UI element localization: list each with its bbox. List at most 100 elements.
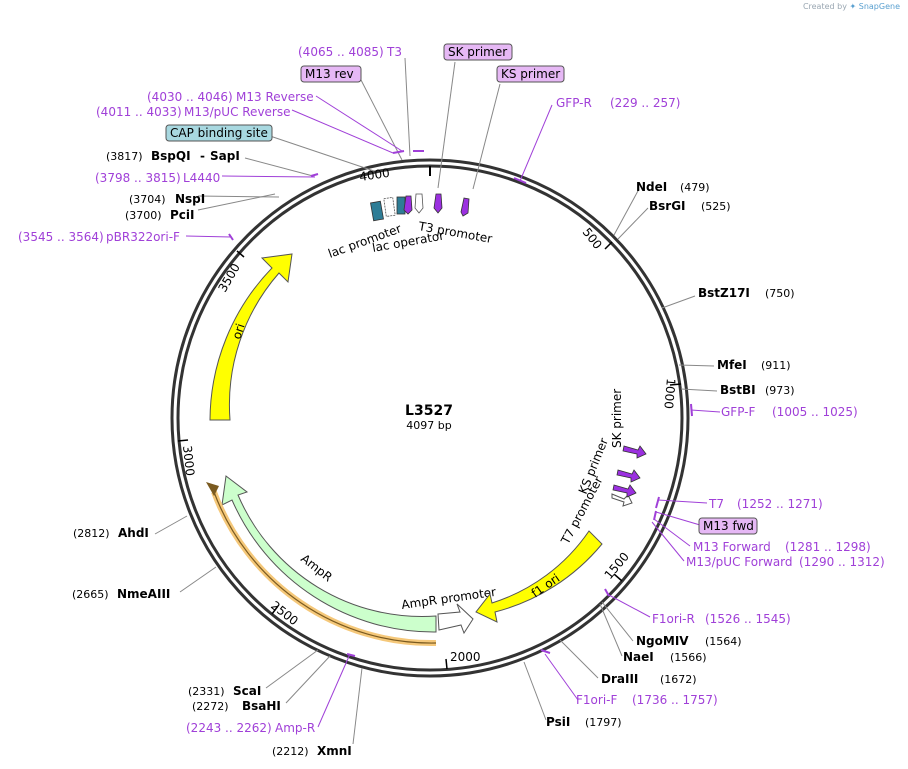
- enzyme-bsrgi[interactable]: BsrGI (525): [649, 199, 731, 213]
- enzyme-name: PciI: [170, 208, 195, 222]
- enzyme-name: DraIII: [601, 672, 638, 686]
- tick-marks: [177, 166, 682, 670]
- enzyme-xmni[interactable]: (2212) XmnI: [272, 744, 352, 758]
- primer-f1ori-f[interactable]: F1ori-F (1736 .. 1757): [576, 693, 718, 707]
- enzyme-mfei[interactable]: MfeI (911): [717, 358, 791, 372]
- enzyme-ndei[interactable]: NdeI (479): [636, 180, 710, 194]
- snapgene-logo-icon: ✦: [849, 2, 857, 11]
- primer-name: GFP-R: [556, 96, 592, 110]
- primer-range: (229 .. 257): [610, 96, 680, 110]
- enzyme-bstbi[interactable]: BstBI (973): [720, 383, 795, 397]
- enzyme-name: PsiI: [546, 715, 570, 729]
- primer-gfp-r[interactable]: GFP-R (229 .. 257): [556, 96, 680, 110]
- enzyme-pos: (750): [765, 287, 795, 300]
- enzyme-name: BsrGI: [649, 199, 686, 213]
- primer-name: M13/pUC Reverse: [184, 105, 291, 119]
- enzyme-pos: (1566): [670, 651, 707, 664]
- enzyme-draiii[interactable]: DraIII (1672): [601, 672, 697, 686]
- primer-name: Amp-R: [275, 721, 315, 735]
- plasmid-center-label: L3527 4097 bp: [405, 403, 453, 432]
- enzyme-nmeaiii[interactable]: (2665) NmeAIII: [72, 587, 170, 601]
- primer-m13-reverse[interactable]: (4030 .. 4046) M13 Reverse: [147, 90, 314, 104]
- sk-primer-feature-label: SK primer: [610, 389, 624, 448]
- enzyme-name: BstZ17I: [698, 286, 750, 300]
- primer-t3[interactable]: (4065 .. 4085) T3: [298, 45, 402, 59]
- enzyme-bstz17i[interactable]: BstZ17I (750): [698, 286, 795, 300]
- primer-name: pBR322ori-F: [106, 230, 180, 244]
- primer-f1ori-r[interactable]: F1ori-R (1526 .. 1545): [652, 612, 791, 626]
- enzyme-bspqi[interactable]: (3817) BspQI - SapI: [106, 149, 240, 163]
- enzyme-pcii[interactable]: (3700) PciI: [125, 208, 195, 222]
- primer-range: (3798 .. 3815): [95, 171, 181, 185]
- primer-name: T3: [386, 45, 402, 59]
- enzyme-psii[interactable]: PsiI (1797): [546, 715, 622, 729]
- tick-1000: 1000: [661, 378, 678, 410]
- feature-lac-region[interactable]: lac promoter lac operator T3 promoter: [326, 193, 493, 261]
- primer-l4440[interactable]: (3798 .. 3815) L4440: [95, 171, 220, 185]
- feature-f1-ori[interactable]: f1 ori: [475, 530, 603, 623]
- primer-name: T7: [708, 497, 724, 511]
- primer-range: (4011 .. 4033): [96, 105, 182, 119]
- primer-t7[interactable]: T7 (1252 .. 1271): [708, 497, 823, 511]
- cap-binding-site-box[interactable]: CAP binding site: [165, 124, 273, 142]
- enzyme-pos: (973): [765, 384, 795, 397]
- enzyme-pos: (525): [701, 200, 731, 213]
- primer-name: M13 Forward: [693, 540, 771, 554]
- feature-sk-primer[interactable]: SK primer: [610, 389, 647, 459]
- enzyme-pos: (1564): [705, 635, 742, 648]
- tick-2000: 2000: [450, 650, 481, 664]
- feature-ori[interactable]: ori: [209, 253, 293, 421]
- sk-primer-box[interactable]: SK primer: [443, 43, 513, 61]
- tick-4000: 4000: [358, 166, 390, 184]
- primer-range: (2243 .. 2262): [186, 721, 272, 735]
- m13-rev-box-label: M13 rev: [305, 67, 354, 81]
- primer-name: GFP-F: [721, 405, 756, 419]
- enzyme-ngomiv[interactable]: NgoMIV (1564): [636, 634, 742, 648]
- enzyme-name: BspQI: [151, 149, 191, 163]
- enzyme-pos: (2272): [192, 700, 229, 713]
- enzyme-name: BsaHI: [242, 699, 281, 713]
- primer-range: (1736 .. 1757): [632, 693, 718, 707]
- primer-m13-puc-reverse[interactable]: (4011 .. 4033) M13/pUC Reverse: [96, 105, 291, 119]
- cap-binding-site-label: CAP binding site: [170, 126, 268, 140]
- m13-fwd-box-label: M13 fwd: [703, 519, 754, 533]
- credit-brand: SnapGene: [858, 2, 900, 11]
- primer-pbr322ori-f[interactable]: (3545 .. 3564) pBR322ori-F: [18, 230, 180, 244]
- sk-primer-box-label: SK primer: [448, 45, 507, 59]
- credit-prefix: Created by: [802, 2, 847, 11]
- ori-label: ori: [230, 322, 248, 341]
- plasmid-name: L3527: [405, 403, 453, 419]
- primer-m13-puc-forward[interactable]: M13/pUC Forward (1290 .. 1312): [686, 555, 885, 569]
- enzyme-bsahi[interactable]: (2272) BsaHI: [192, 699, 281, 713]
- m13-fwd-box[interactable]: M13 fwd: [698, 517, 758, 535]
- primer-labels: GFP-R (229 .. 257) GFP-F (1005 .. 1025) …: [18, 45, 885, 735]
- primer-m13-forward[interactable]: M13 Forward (1281 .. 1298): [693, 540, 871, 554]
- primer-range: (1005 .. 1025): [772, 405, 858, 419]
- enzyme-pos: (2812): [73, 527, 110, 540]
- ks-primer-box[interactable]: KS primer: [496, 65, 565, 83]
- enzyme-nspi[interactable]: (3704) NspI: [129, 192, 205, 206]
- primer-range: (4030 .. 4046): [147, 90, 233, 104]
- enzyme-pos: (3704): [129, 193, 166, 206]
- enzyme-naei[interactable]: NaeI (1566): [623, 650, 707, 664]
- primer-amp-r[interactable]: (2243 .. 2262) Amp-R: [186, 721, 315, 735]
- boxed-labels: SK primer KS primer M13 rev M13 fwd CAP …: [165, 43, 758, 535]
- primer-range: (1252 .. 1271): [737, 497, 823, 511]
- enzyme-pos: (2665): [72, 588, 109, 601]
- feature-ampr-orf[interactable]: [206, 482, 437, 647]
- enzyme-name: AhdI: [118, 526, 149, 540]
- enzyme-name: BstBI: [720, 383, 756, 397]
- enzyme-ahdi[interactable]: (2812) AhdI: [73, 526, 149, 540]
- enzyme-pos: (1797): [585, 716, 622, 729]
- primer-gfp-f[interactable]: GFP-F (1005 .. 1025): [721, 405, 858, 419]
- primer-range: (1281 .. 1298): [785, 540, 871, 554]
- enzyme-name: XmnI: [317, 744, 352, 758]
- enzyme-name: NdeI: [636, 180, 667, 194]
- m13-rev-box[interactable]: M13 rev: [300, 65, 362, 83]
- feature-ks-primer[interactable]: KS primer: [576, 436, 641, 498]
- primer-range: (3545 .. 3564): [18, 230, 104, 244]
- enzyme-name: NmeAIII: [117, 587, 170, 601]
- enzyme-scai[interactable]: (2331) ScaI: [188, 684, 261, 698]
- primer-name: F1ori-R: [652, 612, 695, 626]
